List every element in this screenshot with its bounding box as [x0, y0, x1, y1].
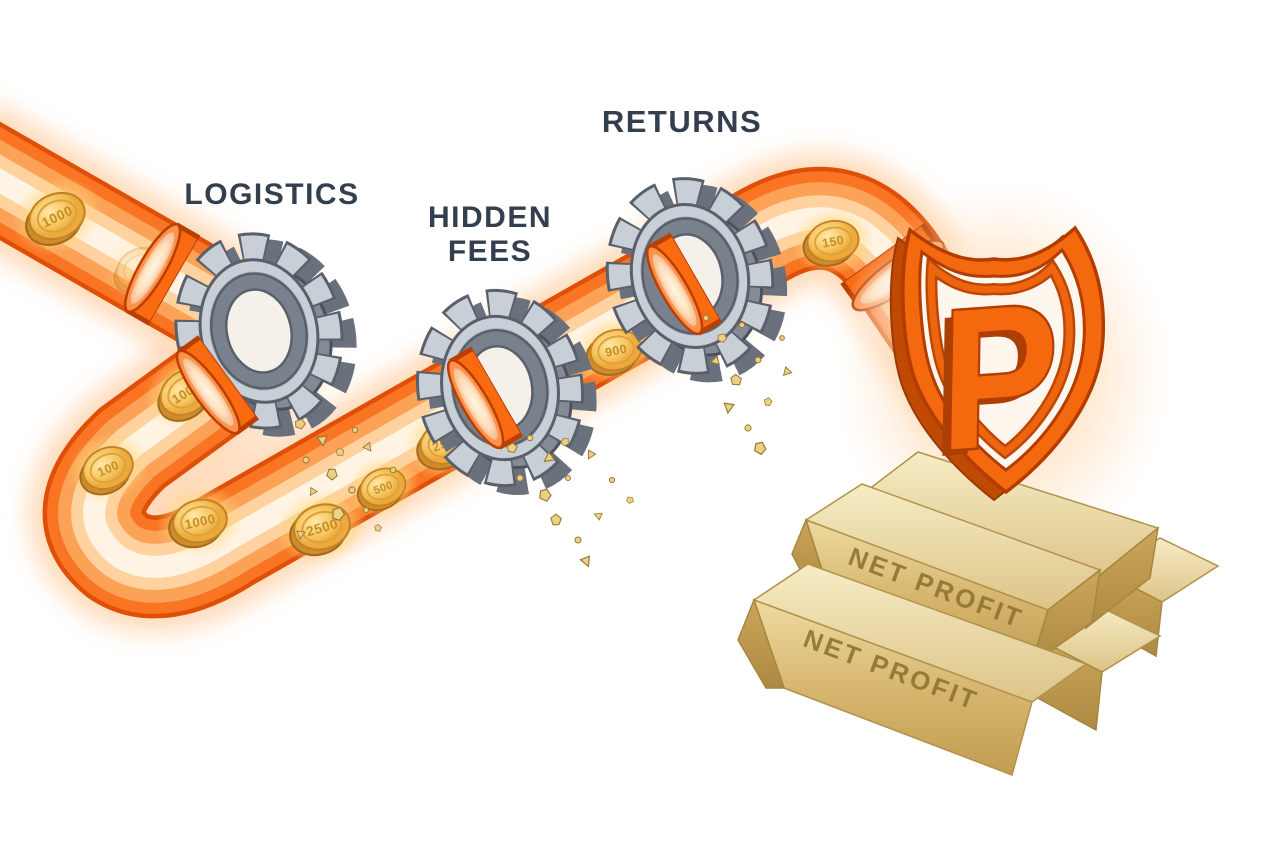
coin-100: 100 [54, 418, 162, 518]
svg-text:900: 900 [604, 342, 628, 360]
hidden-fees-label-line2: FEES [448, 235, 532, 268]
coin-150: 150 [784, 199, 882, 283]
coin-900: 900 [567, 306, 665, 394]
flange-returns [638, 234, 721, 340]
svg-text:1000: 1000 [183, 511, 216, 532]
flange-logistics-inlet [116, 218, 199, 324]
svg-text:P: P [939, 261, 1060, 494]
coin-1000-inflow: 1000 [0, 162, 116, 270]
coin-1000-bottom: 1000 [148, 475, 252, 567]
flange-logistics-outlet [168, 337, 258, 440]
debris-cluster-returns [702, 314, 793, 456]
coin-2500-a: 2500 [266, 476, 378, 578]
profit-shield-icon: P P [889, 225, 1106, 502]
coin-500: 500 [336, 444, 430, 530]
debris-cluster-hidden-fees [505, 434, 636, 569]
svg-text:150: 150 [821, 233, 845, 251]
gold-bar-bottom: NET PROFIT [737, 563, 1088, 776]
gold-bar-stack: NET PROFIT NET PROFIT [737, 451, 1220, 776]
debris-cluster-logistics [293, 417, 397, 541]
hidden-fees-label-line1: HIDDEN [428, 201, 552, 234]
svg-text:P: P [930, 268, 1051, 501]
logistics-label: LOGISTICS [184, 178, 359, 211]
shield-letter: P P [930, 259, 1062, 501]
returns-label: RETURNS [602, 104, 762, 139]
flange-hidden-fees [439, 348, 522, 454]
